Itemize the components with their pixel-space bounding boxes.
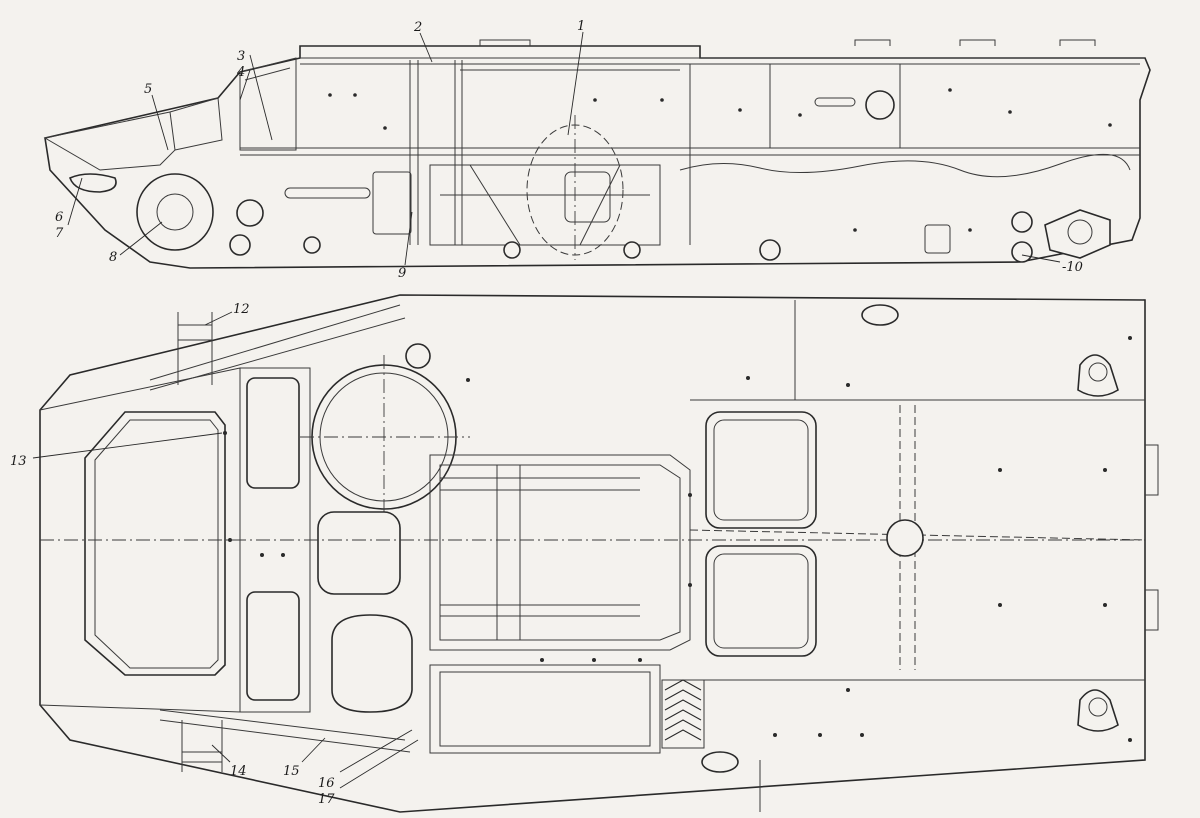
side-view-plug: [623, 241, 641, 259]
top-view-front-ladder: [177, 312, 213, 385]
side-view-cab-armor: [239, 57, 297, 151]
callout-14: 14: [230, 764, 247, 779]
side-view-periscope: [865, 90, 895, 120]
callout-15: 15: [283, 764, 300, 779]
callout-8: 8: [109, 250, 117, 265]
side-view-rear-frame: [689, 64, 901, 245]
top-view-rear-hatch: [705, 545, 817, 657]
top-view-driver-window-inner: [94, 419, 219, 669]
side-view-slot: [814, 97, 856, 107]
top-view-waterjet-cover: [1077, 354, 1119, 397]
top-view-rear-hatch: [705, 411, 817, 529]
side-view-waterjet-outlet: [1067, 219, 1093, 245]
top-view-rear-hatch-inner: [713, 419, 809, 521]
side-view: [43, 39, 1151, 269]
top-view-troop-frame-inner: [439, 464, 681, 641]
top-view-crossbar: [440, 465, 640, 640]
top-view-commander-hatch: [317, 511, 401, 595]
side-view-plug: [229, 234, 251, 256]
callout-3: 3: [237, 49, 245, 64]
top-view-vision-block: [246, 591, 300, 701]
callout-2: 2: [413, 20, 422, 35]
callout-17: 17: [318, 792, 335, 807]
top-view-engine-grille: [429, 664, 661, 754]
callout-5: 5: [144, 82, 152, 97]
side-view-plug: [303, 236, 321, 254]
side-view-rivets: [328, 88, 1112, 232]
top-view: [39, 294, 1159, 813]
side-view-cutaway-edge: [679, 153, 1131, 178]
top-view-front-ladder: [181, 720, 223, 772]
callout-6: 6: [55, 210, 63, 225]
side-view-front-plate: [43, 111, 176, 171]
top-view-waterjet-cover: [1077, 689, 1119, 732]
side-view-frame: [429, 164, 661, 246]
side-view-plug: [503, 241, 521, 259]
top-view-driver-window: [84, 411, 226, 676]
top-view-waterjet-cover-ring: [1088, 362, 1108, 382]
callout-9: 9: [398, 266, 406, 281]
top-view-oval-cover: [701, 751, 739, 773]
top-view-oval-cover: [861, 304, 899, 326]
top-view-troop-frame: [429, 454, 691, 651]
callout-1: 1: [577, 19, 585, 34]
top-view-rear-deck-lines: [690, 300, 1145, 812]
top-view-rivets: [223, 336, 1132, 742]
side-view-waterjet-housing: [1044, 209, 1111, 259]
side-view-windscreen: [169, 97, 223, 151]
side-view-slot: [284, 187, 371, 199]
callout-13: 13: [10, 454, 27, 469]
side-view-hatch: [372, 171, 412, 235]
callout-4: 4: [236, 65, 245, 80]
top-view-engine-grille-inner: [439, 671, 651, 747]
top-view-center-fitting: [886, 519, 924, 557]
top-view-hull-outline: [39, 294, 1146, 813]
side-view-front-wheel: [136, 173, 214, 251]
top-view-chevron-hatch: [664, 679, 702, 741]
side-view-hatch: [924, 224, 951, 254]
top-view-vision-block: [246, 377, 300, 489]
side-view-tow-hook: [68, 173, 117, 193]
side-view-front-wheel-hub: [156, 193, 194, 231]
side-view-frame-post: [409, 60, 463, 245]
callout-7: 7: [55, 226, 64, 241]
callout-10: -10: [1062, 260, 1083, 275]
top-view-periscope: [405, 343, 431, 369]
side-view-plug: [759, 239, 781, 261]
side-view-deck-line: [300, 57, 1145, 71]
top-view-side-rail: [149, 304, 411, 753]
callout-12: 12: [233, 302, 250, 317]
side-view-plug: [1011, 241, 1033, 263]
side-view-deck-fittings: [479, 39, 1096, 46]
callouts: 1 2 3 4 5 6 7 8 9 -10 12 13 14 15: [10, 19, 1083, 807]
callout-16: 16: [318, 776, 335, 791]
top-view-rear-hatch-inner: [713, 553, 809, 649]
side-view-hatch: [564, 171, 611, 223]
top-view-waterjet-cover-ring: [1088, 697, 1108, 717]
side-view-idler: [236, 199, 264, 227]
top-view-rear-handle: [1145, 444, 1159, 631]
side-view-hull-outline: [44, 45, 1151, 269]
side-view-plug: [1011, 211, 1033, 233]
top-view-gunner-hatch: [331, 614, 413, 713]
